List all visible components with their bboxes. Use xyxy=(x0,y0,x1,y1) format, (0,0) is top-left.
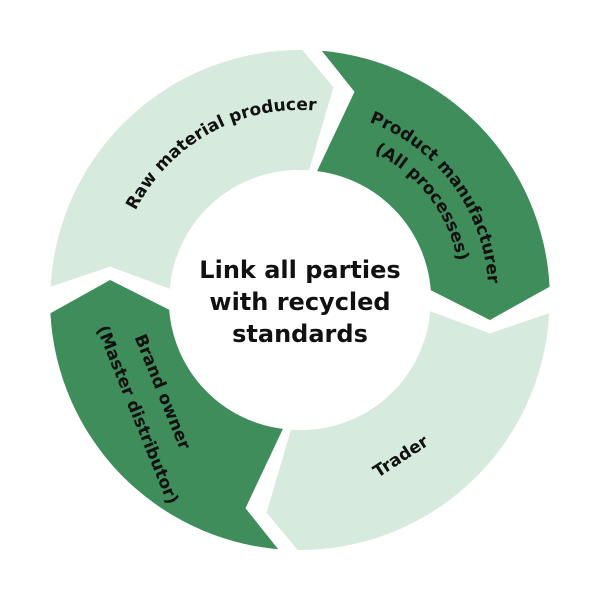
segment-trader xyxy=(266,311,550,551)
segment-raw-material-producer xyxy=(50,49,334,289)
segment-product-manufacturer xyxy=(317,50,550,321)
center-title-line-2: with recycled xyxy=(209,288,390,316)
center-title-line-3: standards xyxy=(232,320,368,348)
segment-brand-owner xyxy=(50,280,283,550)
center-title-line-1: Link all parties xyxy=(199,256,400,284)
